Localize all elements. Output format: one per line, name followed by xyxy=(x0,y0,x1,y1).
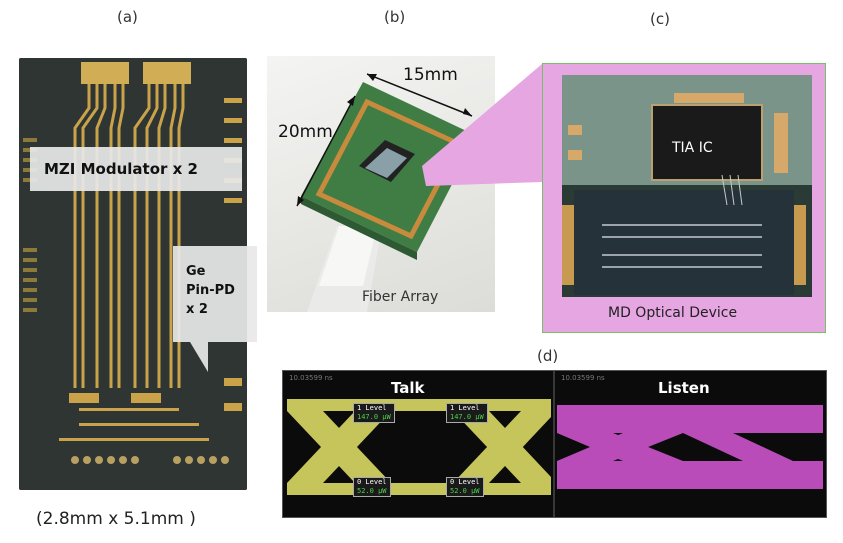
timestamp-right: 10.03599 ns xyxy=(561,374,605,382)
level-value: 147.0 μW xyxy=(357,413,391,421)
device-graphic xyxy=(562,75,812,297)
md-optical-device-caption: MD Optical Device xyxy=(608,305,738,321)
level-box-3: 0 Level 52.0 μW xyxy=(353,477,391,497)
zoom-connector xyxy=(422,64,542,186)
panel-label-b: (b) xyxy=(384,8,406,26)
panel-label-a: (a) xyxy=(117,8,138,26)
talk-eye xyxy=(287,399,551,495)
mzi-modulator-label: MZI Modulator x 2 xyxy=(30,147,242,191)
pd-callout-pointer xyxy=(190,342,208,372)
pd-label-line3: x 2 xyxy=(186,302,208,317)
device-photo xyxy=(562,75,812,297)
level-value: 147.0 μW xyxy=(450,413,484,421)
pd-label-line2: Pin-PD xyxy=(186,283,235,298)
level-box-1: 1 Level 147.0 μW xyxy=(353,403,395,423)
level-name: 0 Level xyxy=(357,478,387,486)
pd-label-line1: Ge xyxy=(186,264,206,279)
level-name: 1 Level xyxy=(450,404,480,412)
package-width-label: 15mm xyxy=(403,65,458,85)
level-value: 52.0 μW xyxy=(450,487,480,495)
talk-title: Talk xyxy=(391,379,425,397)
panel-label-d: (d) xyxy=(537,347,559,365)
chip-dimensions: (2.8mm x 5.1mm ) xyxy=(36,509,196,529)
level-box-2: 1 Level 147.0 μW xyxy=(446,403,488,423)
level-name: 1 Level xyxy=(357,404,387,412)
level-value: 52.0 μW xyxy=(357,487,387,495)
package-photo xyxy=(267,56,495,312)
package-graphic xyxy=(296,73,477,312)
level-name: 0 Level xyxy=(450,478,480,486)
package-height-label: 20mm xyxy=(278,122,333,142)
eye-diagram-display: 10.03599 ns 10.03599 ns Talk Listen 1 Le… xyxy=(282,370,827,518)
level-box-4: 0 Level 52.0 μW xyxy=(446,477,484,497)
listen-eye xyxy=(557,405,823,489)
panel-label-c: (c) xyxy=(650,10,670,28)
fiber-array-caption: Fiber Array xyxy=(362,289,439,305)
tia-ic-label: TIA IC xyxy=(672,140,713,156)
eye-diagram-graphic xyxy=(287,371,823,517)
listen-title: Listen xyxy=(658,379,710,397)
timestamp-left: 10.03599 ns xyxy=(289,374,333,382)
ge-pin-pd-label: Ge Pin-PD x 2 xyxy=(173,246,257,342)
